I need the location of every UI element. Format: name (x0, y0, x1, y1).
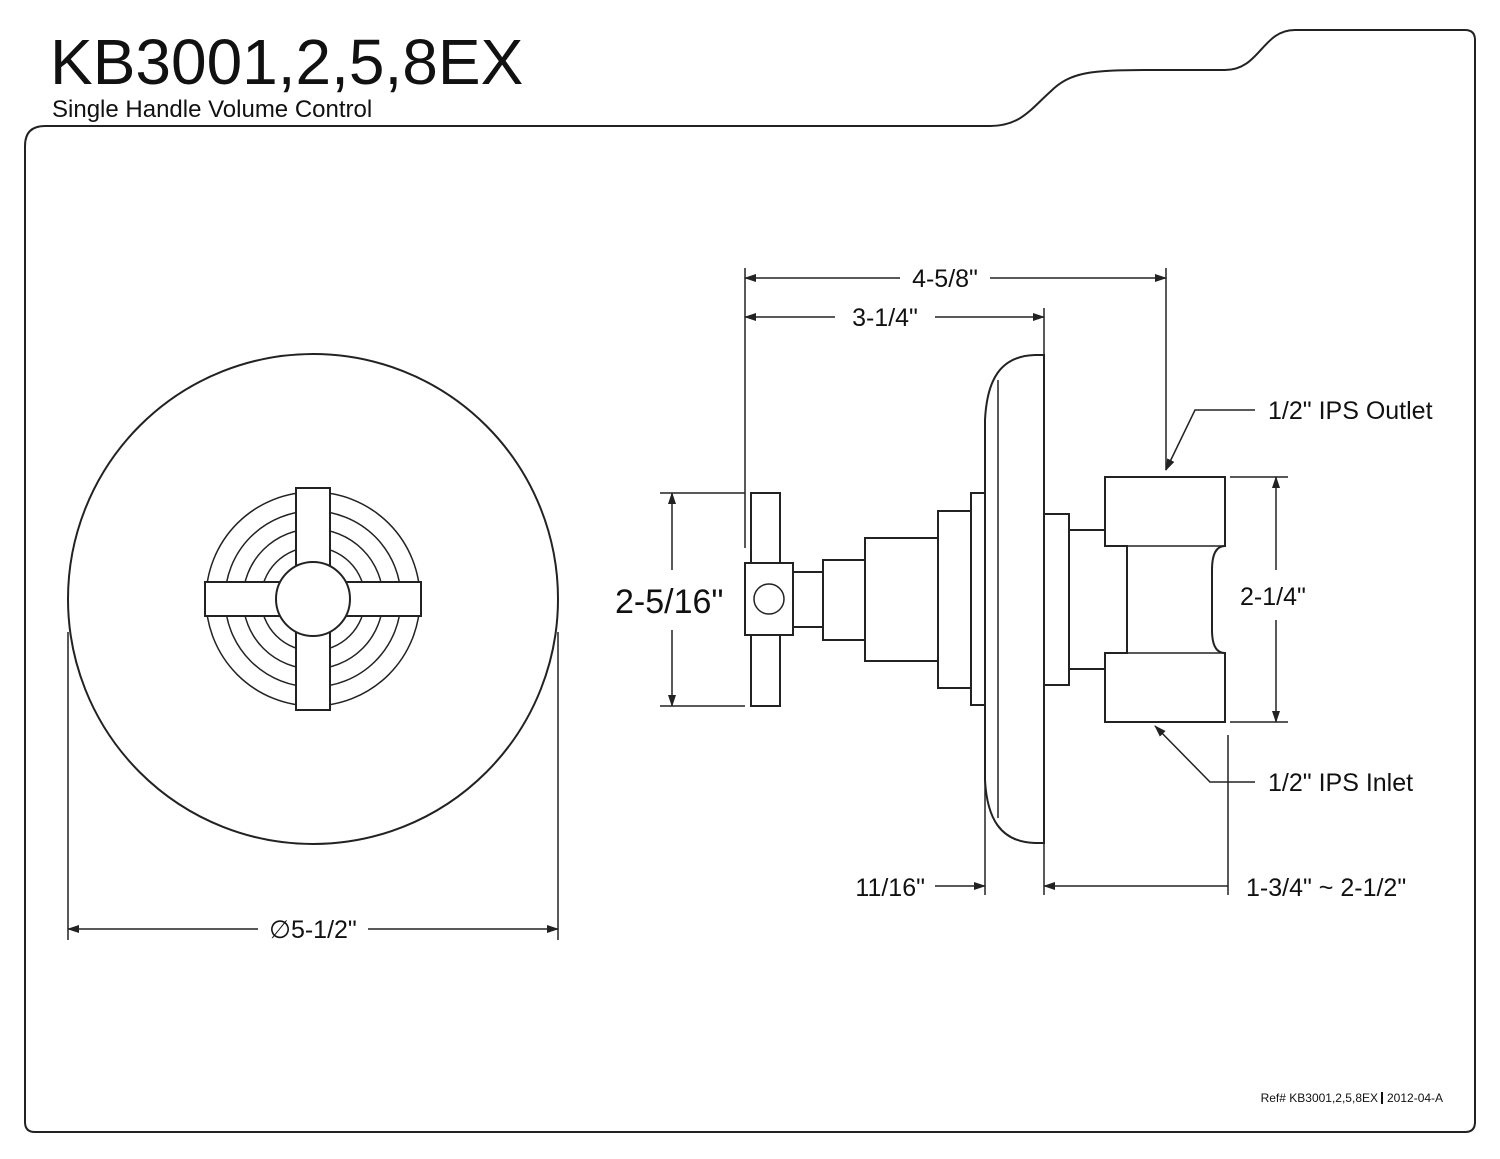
footer-ref: Ref# KB3001,2,5,8EX (1261, 1091, 1378, 1105)
sleeve (937, 510, 972, 689)
flange-thickness-label: 11/16" (855, 874, 925, 902)
sleeve-inner (970, 492, 986, 706)
footer-divider (1381, 1092, 1383, 1104)
bonnet-nut (864, 537, 939, 662)
valve-body (1104, 476, 1226, 723)
body-neck (1043, 513, 1070, 686)
handle-height-label: 2-5/16" (615, 583, 723, 621)
inlet-callout: 1/2" IPS Inlet (1268, 769, 1413, 797)
rough-in-range-label: 1-3/4" ~ 2-1/2" (1246, 874, 1406, 902)
handle-hub-side (744, 562, 794, 636)
model-title: KB3001,2,5,8EX (50, 26, 523, 98)
handle-hub (275, 561, 351, 637)
flange-diameter-label: ∅5-1/2" (269, 916, 357, 944)
side-view (660, 268, 1288, 895)
stem (792, 571, 824, 628)
escutcheon-side (984, 354, 1045, 844)
outlet-callout: 1/2" IPS Outlet (1268, 397, 1433, 425)
overall-depth-label: 4-5/8" (912, 265, 978, 293)
escutcheon-plate (67, 353, 559, 845)
body-height-label: 2-1/4" (1240, 583, 1306, 611)
stem-collar (822, 559, 866, 641)
footer-revision: 2012-04-A (1387, 1091, 1443, 1105)
handle-to-flange-label: 3-1/4" (852, 304, 918, 332)
drawing-frame (24, 29, 1476, 1133)
front-view (67, 353, 559, 940)
subtitle: Single Handle Volume Control (52, 96, 372, 123)
body-stub (1068, 529, 1128, 670)
